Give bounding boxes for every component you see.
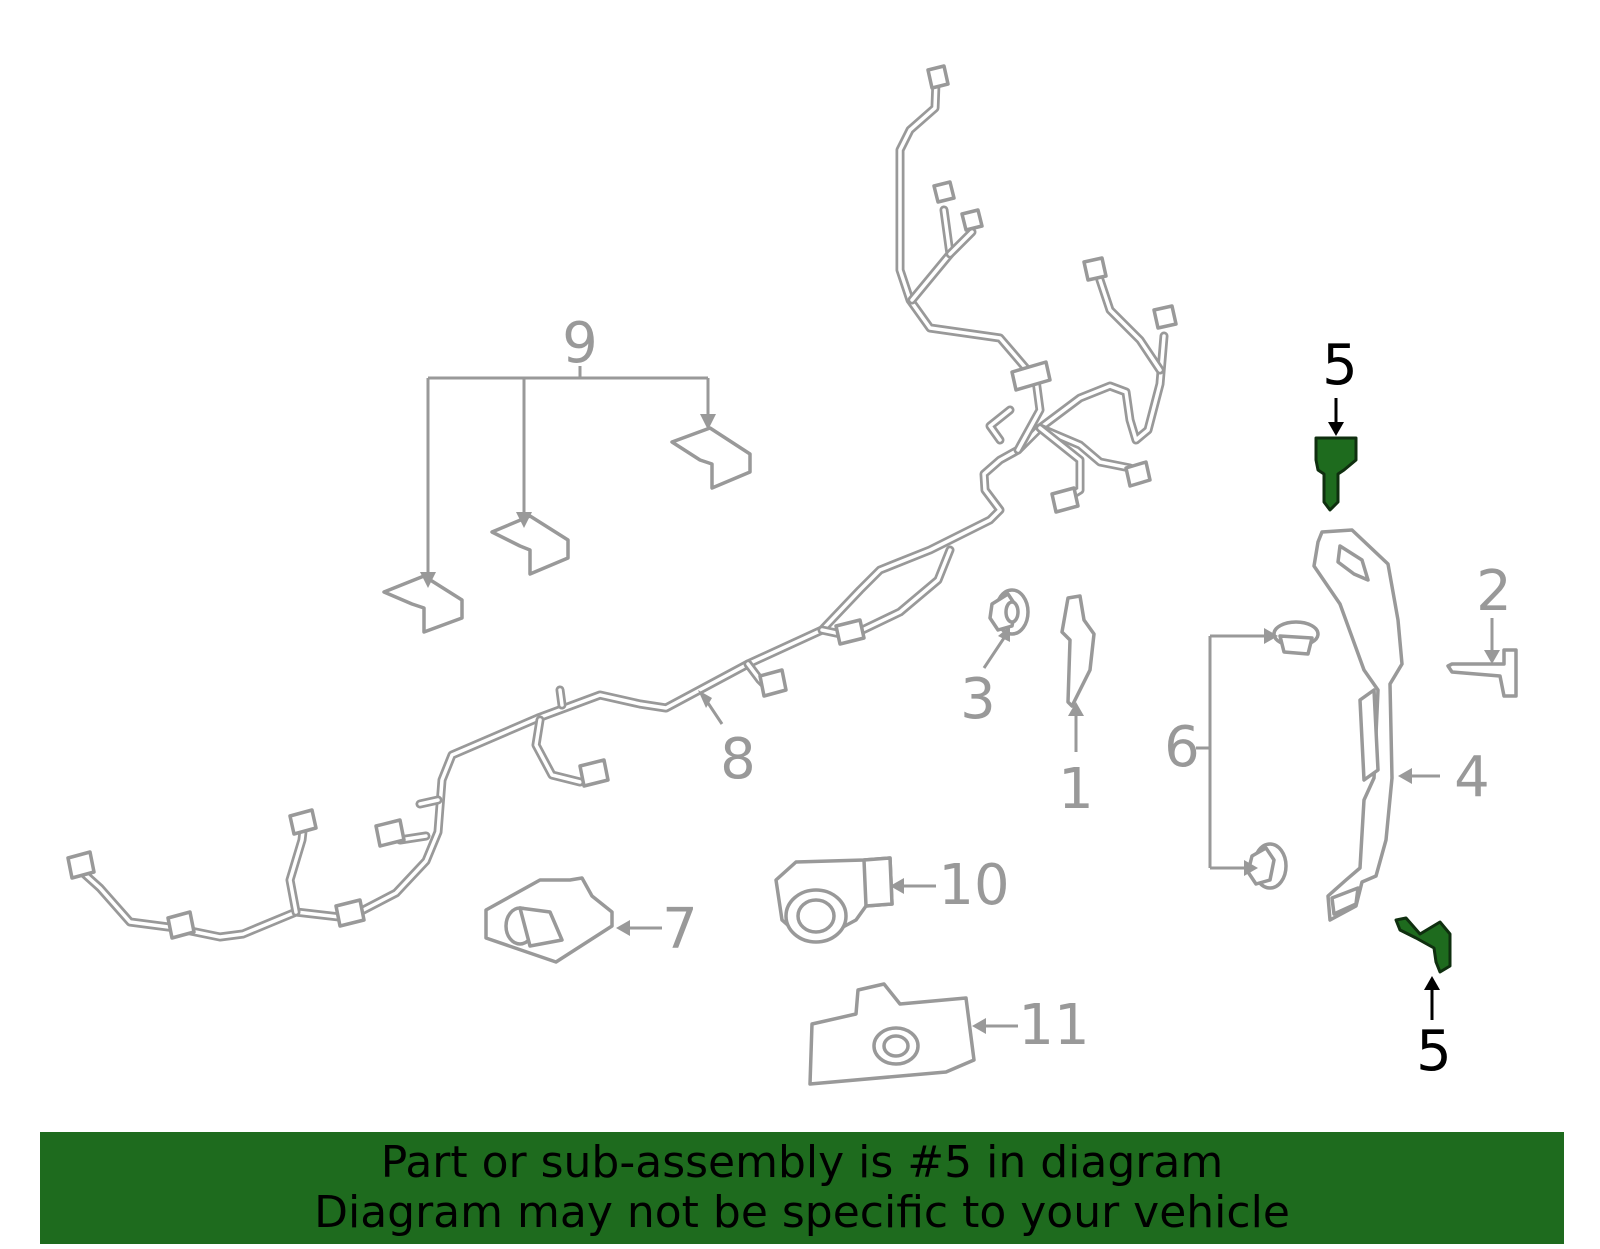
highlight-leader-lines <box>1328 398 1440 1020</box>
callout-3: 3 <box>960 667 996 732</box>
callout-2: 2 <box>1476 559 1512 624</box>
bracket-part-4[interactable] <box>1312 528 1404 922</box>
nuts-part-6[interactable] <box>1246 620 1320 890</box>
callout-5-top: 5 <box>1322 333 1358 398</box>
sensor-holder-part-11[interactable] <box>808 982 976 1086</box>
parts-diagram: 9 8 3 1 6 2 4 10 7 11 5 5 <box>66 64 1518 1086</box>
module-part-7[interactable] <box>484 876 614 964</box>
harness-clips-part-9[interactable] <box>382 426 752 634</box>
parking-sensor-part-10[interactable] <box>774 856 894 944</box>
clip-part-5-top[interactable] <box>1314 436 1358 512</box>
callout-1: 1 <box>1058 757 1094 822</box>
clip-part-5-bottom[interactable] <box>1394 916 1452 974</box>
callout-9: 9 <box>562 311 598 376</box>
callout-4: 4 <box>1454 745 1490 810</box>
banner-line-part-number: Part or sub-assembly is #5 in diagram <box>380 1137 1224 1188</box>
callout-8: 8 <box>720 727 756 792</box>
callout-5-bottom: 5 <box>1416 1019 1452 1084</box>
callout-10: 10 <box>938 853 1009 918</box>
callout-11: 11 <box>1018 993 1089 1058</box>
grommet-part-3[interactable] <box>988 588 1030 636</box>
wiring-harness-part-8[interactable] <box>66 64 1178 942</box>
bolt-part-2[interactable] <box>1446 648 1518 698</box>
callout-6: 6 <box>1164 715 1200 780</box>
sensor-seal-part-1[interactable] <box>1060 594 1096 708</box>
banner-line-disclaimer: Diagram may not be specific to your vehi… <box>314 1187 1290 1238</box>
info-banner: Part or sub-assembly is #5 in diagram Di… <box>40 1132 1564 1244</box>
leader-lines <box>420 366 1500 1034</box>
callout-7: 7 <box>662 897 698 962</box>
